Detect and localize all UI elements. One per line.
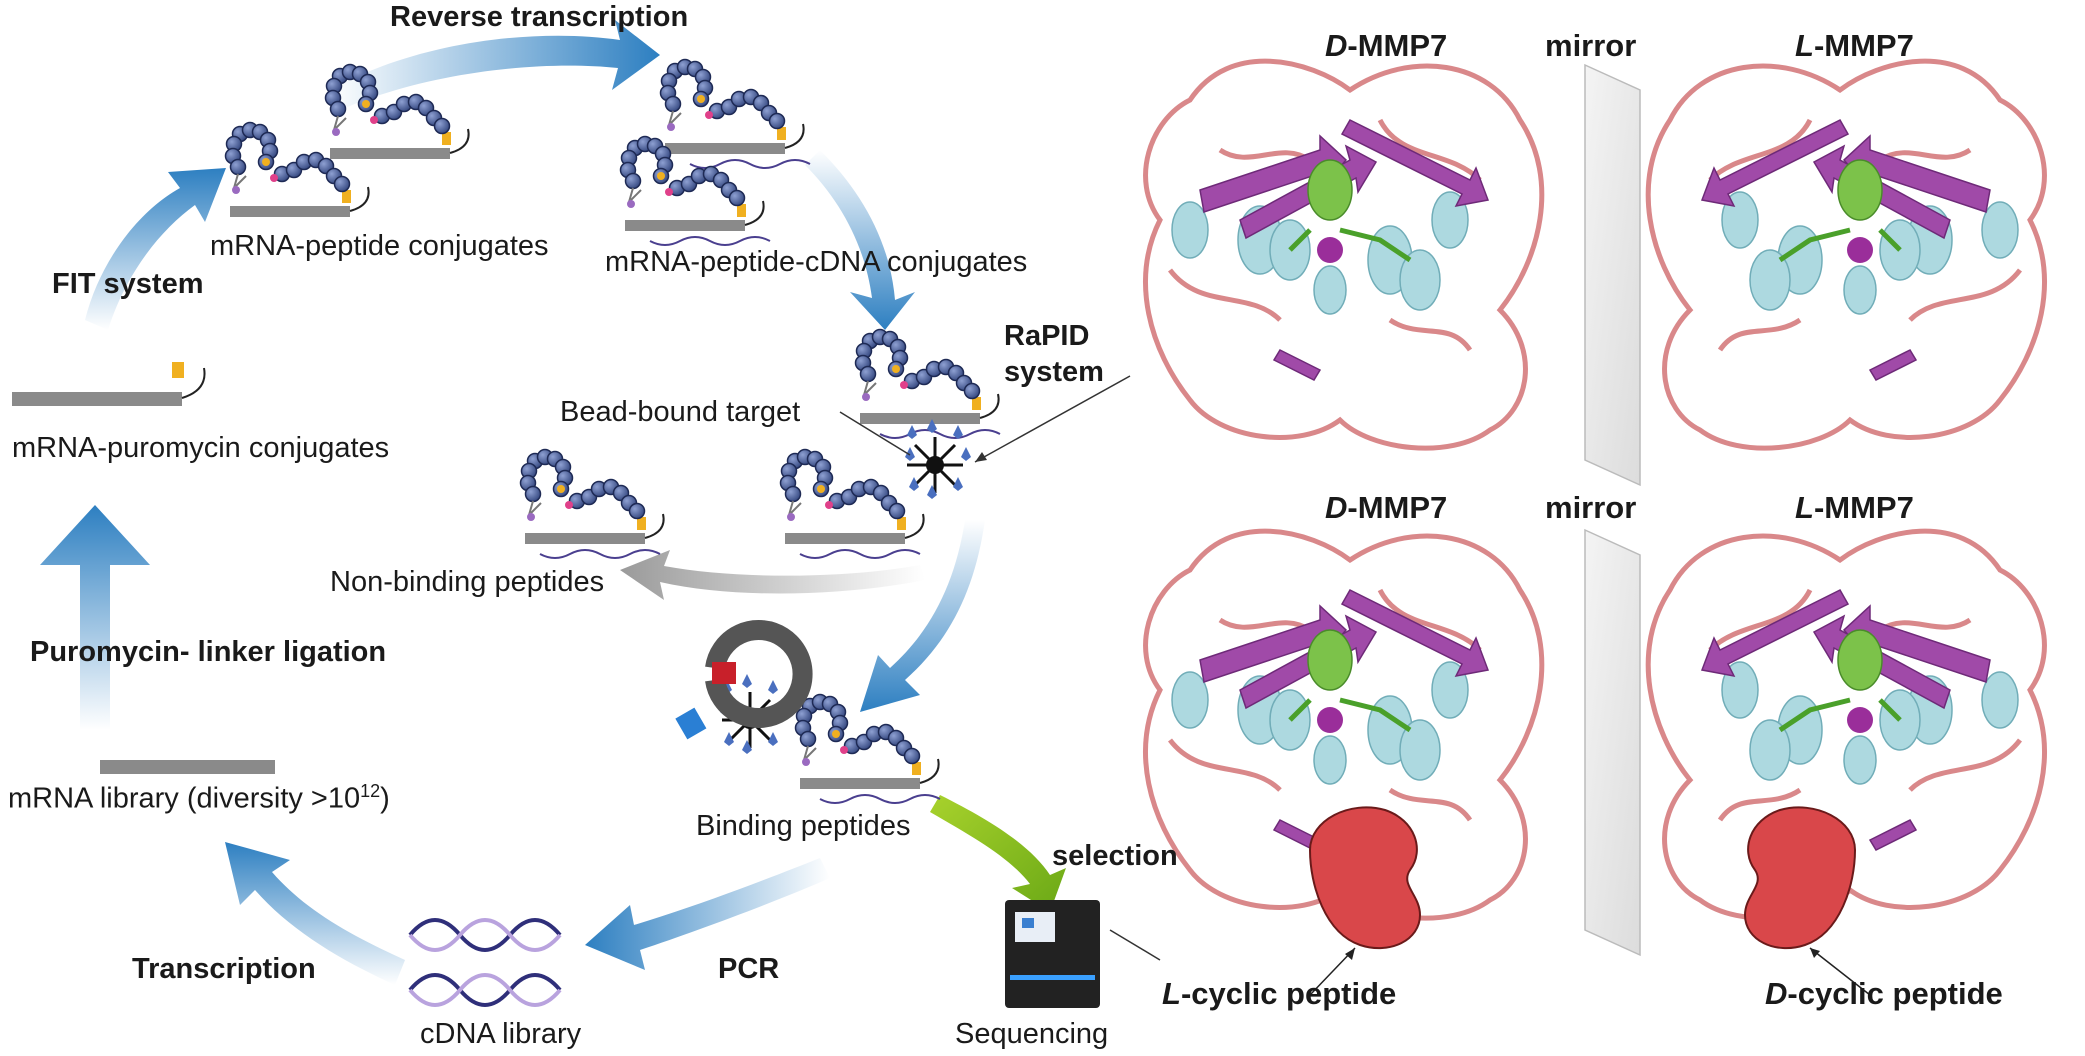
- puromycin-up-arrow: [40, 505, 150, 730]
- mirror-top-label: mirror: [1545, 28, 1637, 63]
- transcription-label: Transcription: [132, 953, 316, 985]
- magnet-icon: [675, 620, 813, 740]
- system-label: system: [1004, 356, 1104, 388]
- cdna-library-icon: [408, 918, 562, 1007]
- bead-bound-target-label: Bead-bound target: [560, 396, 801, 428]
- mrna-peptide-cdna-conjugate-1: [659, 58, 805, 155]
- d-cyclic-peptide-label: D-cyclic peptide: [1765, 976, 2003, 1011]
- mrna-puromycin-conjugate-icon: [12, 362, 206, 406]
- pcr-label: PCR: [718, 953, 780, 985]
- rapid-label: RaPID: [1004, 320, 1090, 352]
- mrna-puromycin-conjugates-label: mRNA-puromycin conjugates: [12, 432, 390, 464]
- fit-system-label: FIT system: [52, 268, 204, 300]
- selection-green-arrow: [930, 795, 1066, 912]
- l-mmp7-bottom-label: L-MMP7: [1795, 490, 1914, 525]
- d-mmp7-structure-top: [1146, 61, 1542, 448]
- sequencing-label: Sequencing: [955, 1018, 1109, 1050]
- bead-bound-target-icon: [903, 417, 973, 501]
- d-mmp7-bottom-label: D-MMP7: [1325, 490, 1448, 525]
- selection-label: selection: [1052, 840, 1178, 872]
- d-cyclic-peptide-shape: [1743, 806, 1857, 950]
- bead-conjugate: [779, 448, 925, 545]
- rapid-down-arrow: [805, 150, 915, 330]
- cdna-library-label: cDNA library: [420, 1018, 582, 1050]
- non-binding-peptides-label: Non-binding peptides: [330, 566, 605, 598]
- mrna-peptide-conjugate-1: [224, 121, 370, 218]
- mirror-plane-bottom: [1584, 528, 1641, 957]
- mrna-peptide-cdna-conjugates-label: mRNA-peptide-cDNA conjugates: [605, 246, 1028, 278]
- l-cyclic-peptide-shape: [1308, 806, 1422, 950]
- non-binding-conjugate: [519, 448, 665, 545]
- selection-down-arrow: [860, 520, 985, 712]
- non-binding-arrow: [620, 550, 925, 600]
- mrna-peptide-conjugates-label: mRNA-peptide conjugates: [210, 230, 549, 262]
- puromycin-linker-ligation-label: Puromycin- linker ligation: [30, 636, 387, 668]
- reverse-transcription-arrow: [330, 20, 660, 108]
- reverse-transcription-label: Reverse transcription: [390, 1, 689, 33]
- mirror-bottom-label: mirror: [1545, 490, 1637, 525]
- mrna-library-icon: [100, 760, 275, 774]
- l-mmp7-top-label: L-MMP7: [1795, 28, 1914, 63]
- fit-system-arrow: [85, 168, 226, 330]
- captured-conjugate: [854, 328, 1000, 425]
- sequencer-icon: [1005, 900, 1100, 1008]
- binding-peptides-label: Binding peptides: [696, 810, 911, 842]
- l-mmp7-structure-top: [1648, 61, 2044, 448]
- transcription-arrow: [225, 842, 405, 985]
- mrna-library-label: mRNA library (diversity >1012): [8, 781, 390, 815]
- l-cyclic-peptide-label: L-cyclic peptide: [1162, 976, 1397, 1011]
- d-mmp7-top-label: D-MMP7: [1325, 28, 1448, 63]
- pcr-arrow: [585, 858, 830, 970]
- mirror-plane-top: [1584, 63, 1641, 487]
